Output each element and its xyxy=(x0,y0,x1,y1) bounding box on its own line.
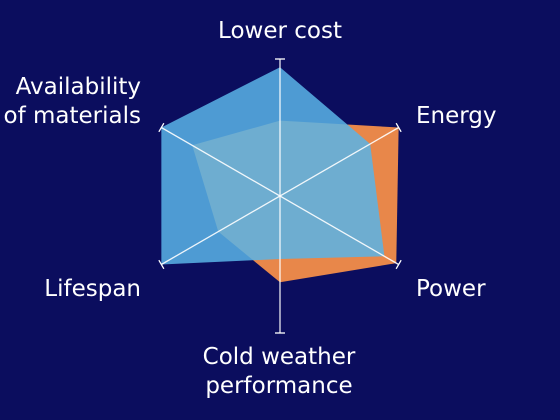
axis-label-lifespan: Lifespan xyxy=(44,276,141,302)
axis-tick-lifespan xyxy=(158,259,165,270)
axis-label-availability-of-materials: Availability of materials xyxy=(3,74,141,129)
axis-tick-power xyxy=(395,259,402,270)
axis-label-cold-weather-performance: Cold weather performance xyxy=(202,344,356,399)
axis-line-power-availability-of-materials xyxy=(161,126,399,266)
axis-tick-availability-of-materials xyxy=(158,122,165,133)
axis-label-power: Power xyxy=(416,276,486,302)
axis-tick-energy xyxy=(395,122,402,133)
series-polygon-2 xyxy=(161,67,385,265)
axis-label-energy: Energy xyxy=(416,103,497,129)
axis-label-lower-cost: Lower cost xyxy=(218,18,342,44)
